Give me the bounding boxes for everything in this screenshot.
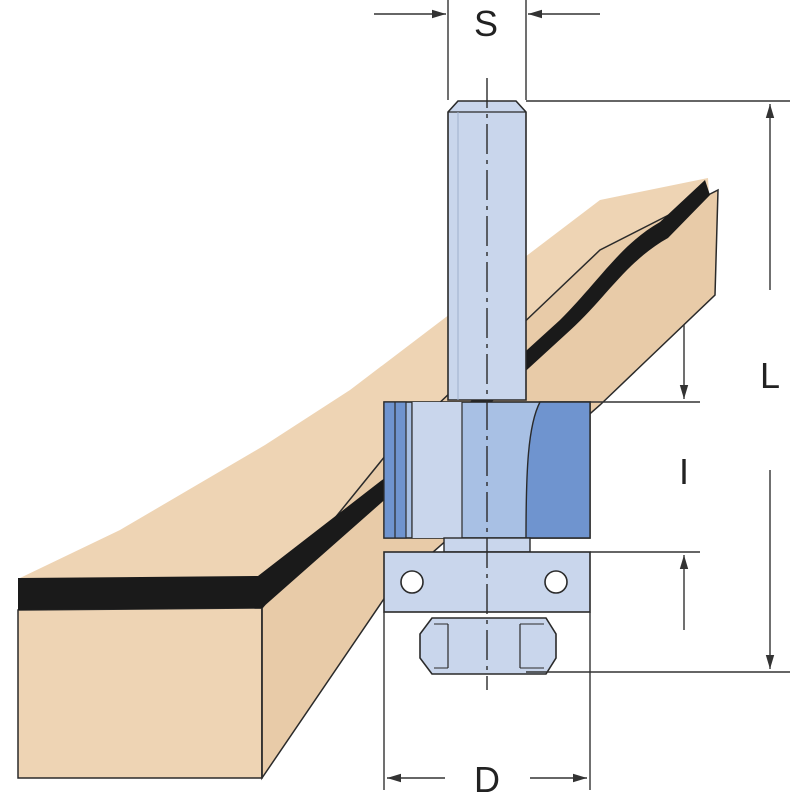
dimension-lines <box>374 0 790 790</box>
wood-front-face <box>17 607 263 779</box>
wood-workpiece <box>17 178 719 781</box>
cutting-diameter-label: D <box>474 759 500 800</box>
hex-nut-icon <box>419 617 557 675</box>
cutting-length-label: I <box>679 451 689 492</box>
router-bit-icon <box>383 78 591 690</box>
shank-diameter-label: S <box>474 3 498 44</box>
total-length-label: L <box>760 355 780 396</box>
cutter-edge-dark <box>525 401 591 539</box>
